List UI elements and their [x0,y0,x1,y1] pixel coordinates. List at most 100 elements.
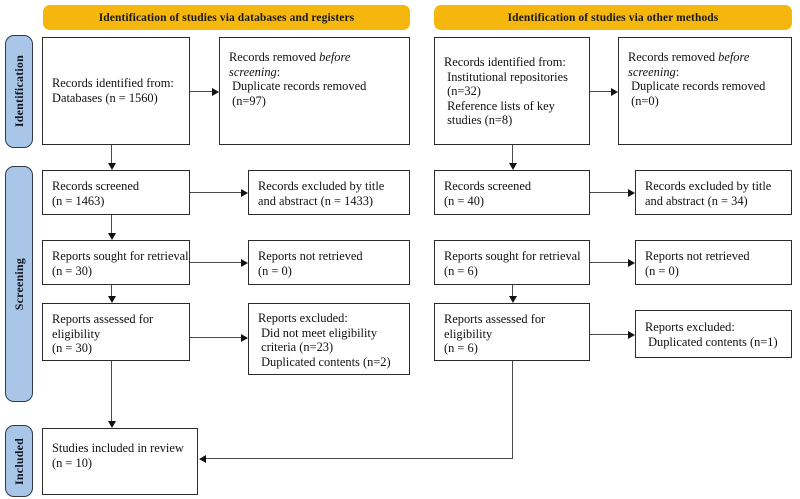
box-right-reports-assessed: Reports assessed for eligibility (n = 6) [434,303,590,361]
connector-right-identified-to-removed [590,91,611,93]
header-databases-label: Identification of studies via databases … [98,11,355,24]
box-left-reports-sought: Reports sought for retrieval (n = 30) [42,240,190,285]
arrowhead-left-assessed-to-included [107,421,116,428]
connector-left-identified-to-removed [190,91,212,93]
studies-included-line1: Studies included in review [52,441,184,455]
box-left-reports-excluded: Reports excluded: Did not meet eligibili… [248,303,410,375]
right-records-removed-line4: (n=0) [628,93,659,108]
box-right-reports-sought: Reports sought for retrieval (n = 6) [434,240,590,285]
box-left-records-excluded: Records excluded by title and abstract (… [248,170,410,215]
right-reports-sought-line1: Reports sought for retrieval [444,249,581,263]
connector-right-identified-to-screened [512,145,514,163]
connector-left-screened-to-sought [111,215,113,233]
box-left-records-identified: Records identified from: Databases (n = … [42,37,190,145]
right-records-excluded-line2: and abstract (n = 34) [645,193,748,208]
right-records-removed-line1: Records removed [628,50,719,64]
right-reports-excluded-line1: Reports excluded: [645,320,735,334]
right-records-identified-line4: Reference lists of key [444,98,555,113]
right-reports-excluded-line2: Duplicated contents (n=1) [645,334,778,349]
right-records-removed-colon: : [675,64,680,79]
connector-left-sought-to-assessed [111,285,113,296]
right-records-excluded-line1: Records excluded by title [645,179,772,193]
stage-label-screening: Screening [5,166,33,402]
right-records-removed-screening: screening [628,64,676,79]
stage-label-included: Included [5,425,33,497]
left-reports-sought-line1: Reports sought for retrieval [52,249,189,263]
connector-left-assessed-to-included [111,361,113,421]
left-records-removed-before: before [319,50,351,64]
right-records-removed-line3: Duplicate records removed [628,79,766,93]
connector-left-assessed-to-excluded [190,337,241,339]
stage-label-identification: Identification [5,35,33,148]
right-reports-not-retrieved-line2: (n = 0) [645,263,679,278]
left-records-screened-line1: Records screened [52,179,140,193]
left-records-identified-line1: Records identified from: [52,76,174,90]
connector-left-sought-to-notretrieved [190,262,241,264]
right-records-identified-line1: Records identified from: [444,55,566,69]
left-records-identified-line2: Databases (n = 1560) [52,90,158,105]
box-right-records-screened: Records screened (n = 40) [434,170,590,215]
arrowhead-right-screened-to-excluded [628,188,635,197]
arrowhead-left-identified-to-removed [212,87,219,96]
left-records-screened-line2: (n = 1463) [52,193,105,208]
left-reports-excluded-line2: Did not meet eligibility [258,325,378,340]
box-left-reports-not-retrieved: Reports not retrieved (n = 0) [248,240,410,285]
arrowhead-right-sought-to-assessed [508,296,517,303]
right-reports-assessed-line1: Reports assessed for [444,312,546,326]
box-right-records-removed: Records removed before screening: Duplic… [618,37,792,145]
arrowhead-left-identified-to-screened [107,163,116,170]
right-records-identified-line3: (n=32) [444,84,481,98]
left-records-excluded-line2: and abstract (n = 1433) [258,193,374,208]
box-left-records-removed: Records removed before screening: Duplic… [219,37,410,145]
left-records-removed-line3: Duplicate records removed [229,79,367,93]
arrowhead-right-assessed-to-included [199,454,206,463]
connector-left-identified-to-screened [111,145,113,163]
right-reports-sought-line2: (n = 6) [444,263,478,278]
stage-screening-text: Screening [11,257,26,311]
right-reports-not-retrieved-line1: Reports not retrieved [645,249,750,263]
left-records-excluded-line1: Records excluded by title [258,179,385,193]
left-records-removed-screening: screening [229,64,277,79]
stage-included-text: Included [11,437,26,485]
right-records-identified-line5: studies (n=8) [444,113,513,127]
left-reports-assessed-line3: (n = 30) [52,341,93,355]
arrowhead-left-screened-to-excluded [241,188,248,197]
left-reports-not-retrieved-line1: Reports not retrieved [258,249,363,263]
connector-right-assessed-to-included-horizontal [206,458,513,460]
header-other-methods: Identification of studies via other meth… [434,5,792,30]
left-records-removed-colon: : [276,64,281,79]
right-reports-assessed-line3: (n = 6) [444,341,478,355]
right-records-removed-before: before [718,50,750,64]
header-databases-and-registers: Identification of studies via databases … [43,5,410,30]
left-reports-excluded-line4: Duplicated contents (n=2) [258,354,391,369]
arrowhead-left-sought-to-assessed [107,296,116,303]
left-reports-assessed-line1: Reports assessed for [52,312,154,326]
left-reports-not-retrieved-line2: (n = 0) [258,263,292,278]
arrowhead-left-sought-to-notretrieved [241,258,248,267]
studies-included-line2: (n = 10) [52,455,93,470]
box-left-records-screened: Records screened (n = 1463) [42,170,190,215]
left-reports-sought-line2: (n = 30) [52,263,93,278]
stage-identification-text: Identification [11,55,26,128]
box-right-records-identified: Records identified from: Institutional r… [434,37,590,145]
right-records-screened-line2: (n = 40) [444,193,485,208]
connector-right-sought-to-assessed [512,285,514,296]
arrowhead-right-identified-to-screened [508,163,517,170]
left-records-removed-line4: (n=97) [229,93,266,108]
arrowhead-left-assessed-to-excluded [241,333,248,342]
box-right-reports-not-retrieved: Reports not retrieved (n = 0) [635,240,792,285]
arrowhead-right-assessed-to-excluded [628,330,635,339]
right-reports-assessed-line2: eligibility [444,326,493,341]
right-records-screened-line1: Records screened [444,179,532,193]
arrowhead-left-screened-to-sought [107,233,116,240]
right-records-identified-line2: Institutional repositories [444,69,568,84]
box-right-reports-excluded: Reports excluded: Duplicated contents (n… [635,310,792,358]
arrowhead-right-identified-to-removed [611,87,618,96]
connector-right-assessed-to-excluded [590,334,628,336]
left-reports-excluded-line3: criteria (n=23) [258,340,334,354]
connector-right-sought-to-notretrieved [590,262,628,264]
arrowhead-right-sought-to-notretrieved [628,258,635,267]
box-left-reports-assessed: Reports assessed for eligibility (n = 30… [42,303,190,361]
connector-right-screened-to-excluded [590,192,628,194]
